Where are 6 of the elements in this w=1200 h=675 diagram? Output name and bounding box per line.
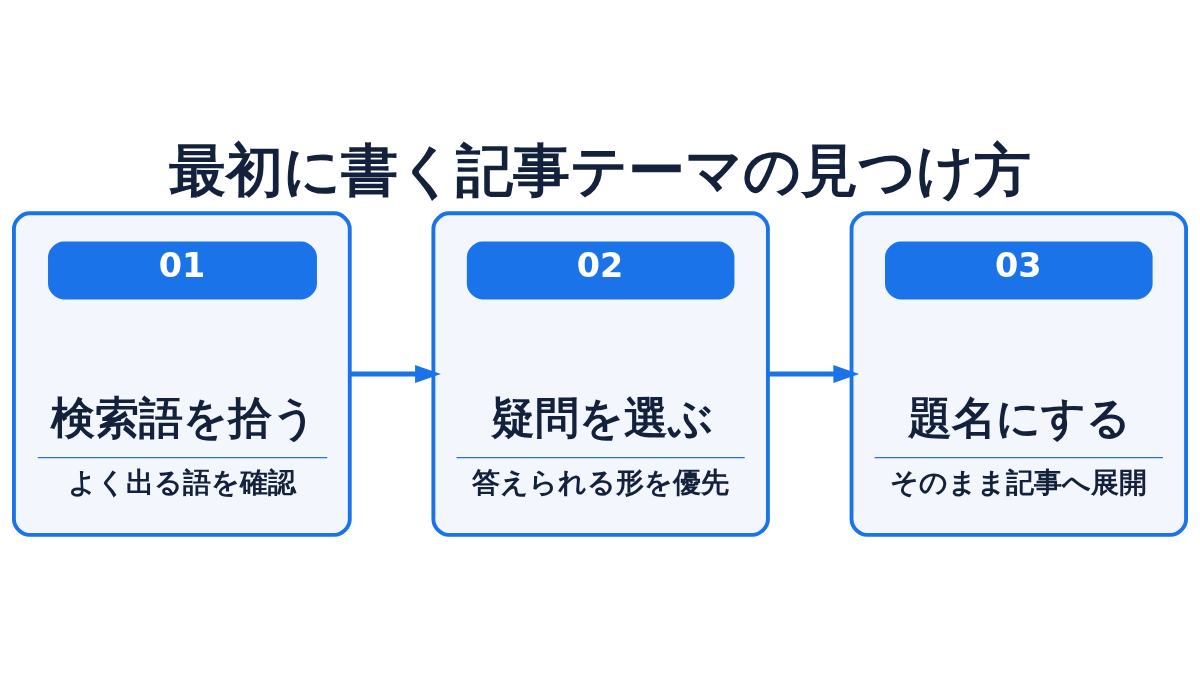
node-box: 02 疑問を選ぶ 答えられる形を優先 bbox=[431, 210, 770, 537]
arrow bbox=[350, 364, 441, 383]
diagram-title: 最初に書く記事テーマの見つけ方 bbox=[168, 136, 1031, 203]
node-box: 03 題名にする そのまま記事へ展開 bbox=[849, 210, 1188, 537]
node-box: 01 検索語を拾う よく出る語を確認 bbox=[12, 210, 352, 537]
arrow bbox=[767, 364, 860, 383]
